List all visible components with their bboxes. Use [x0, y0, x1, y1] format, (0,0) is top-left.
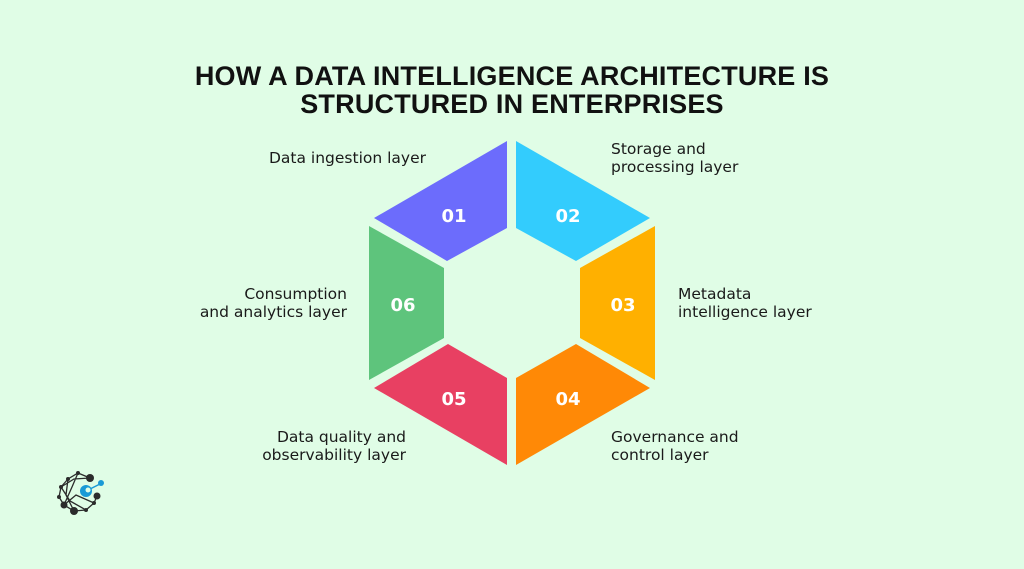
segment-03: 03	[580, 226, 655, 380]
page-title: HOW A DATA INTELLIGENCE ARCHITECTURE IS …	[0, 62, 1024, 118]
segment-03-shape	[580, 226, 655, 380]
segment-05: 05	[374, 344, 507, 465]
segment-02: 02	[516, 141, 650, 261]
segment-03-number: 03	[610, 295, 635, 316]
segment-04-number: 04	[555, 389, 580, 410]
segment-04-shape	[516, 344, 650, 465]
segment-02-shape	[516, 141, 650, 261]
label-line: Data ingestion layer	[268, 149, 426, 167]
label-metadata-intelligence: Metadata intelligence layer	[678, 285, 812, 321]
label-line: intelligence layer	[678, 303, 812, 321]
segment-06-shape	[369, 226, 444, 380]
label-line: Storage and	[611, 140, 706, 158]
label-line: control layer	[611, 446, 709, 464]
segment-05-number: 05	[441, 389, 466, 410]
segment-04: 04	[516, 344, 650, 465]
title-line-2: STRUCTURED IN ENTERPRISES	[300, 89, 724, 119]
label-storage-processing: Storage and processing layer	[611, 140, 738, 176]
title-line-1: HOW A DATA INTELLIGENCE ARCHITECTURE IS	[194, 61, 830, 91]
segment-06-number: 06	[390, 295, 415, 316]
label-line: Governance and	[611, 428, 739, 446]
label-data-ingestion: Data ingestion layer	[226, 149, 426, 167]
label-governance-control: Governance and control layer	[611, 428, 739, 464]
label-line: and analytics layer	[199, 303, 347, 321]
label-line: Metadata	[678, 285, 752, 303]
segment-06: 06	[369, 226, 444, 380]
label-line: Data quality and	[276, 428, 406, 446]
network-logo-icon	[57, 471, 104, 515]
segment-01: 01	[374, 141, 507, 261]
label-data-quality-observability: Data quality and observability layer	[206, 428, 406, 464]
segment-01-shape	[374, 141, 507, 261]
label-line: processing layer	[611, 158, 739, 176]
label-consumption-analytics: Consumption and analytics layer	[147, 285, 347, 321]
label-line: Consumption	[244, 285, 347, 303]
segment-01-number: 01	[441, 206, 466, 227]
segment-02-number: 02	[555, 206, 580, 227]
segment-05-shape	[374, 344, 507, 465]
label-line: observability layer	[262, 446, 406, 464]
